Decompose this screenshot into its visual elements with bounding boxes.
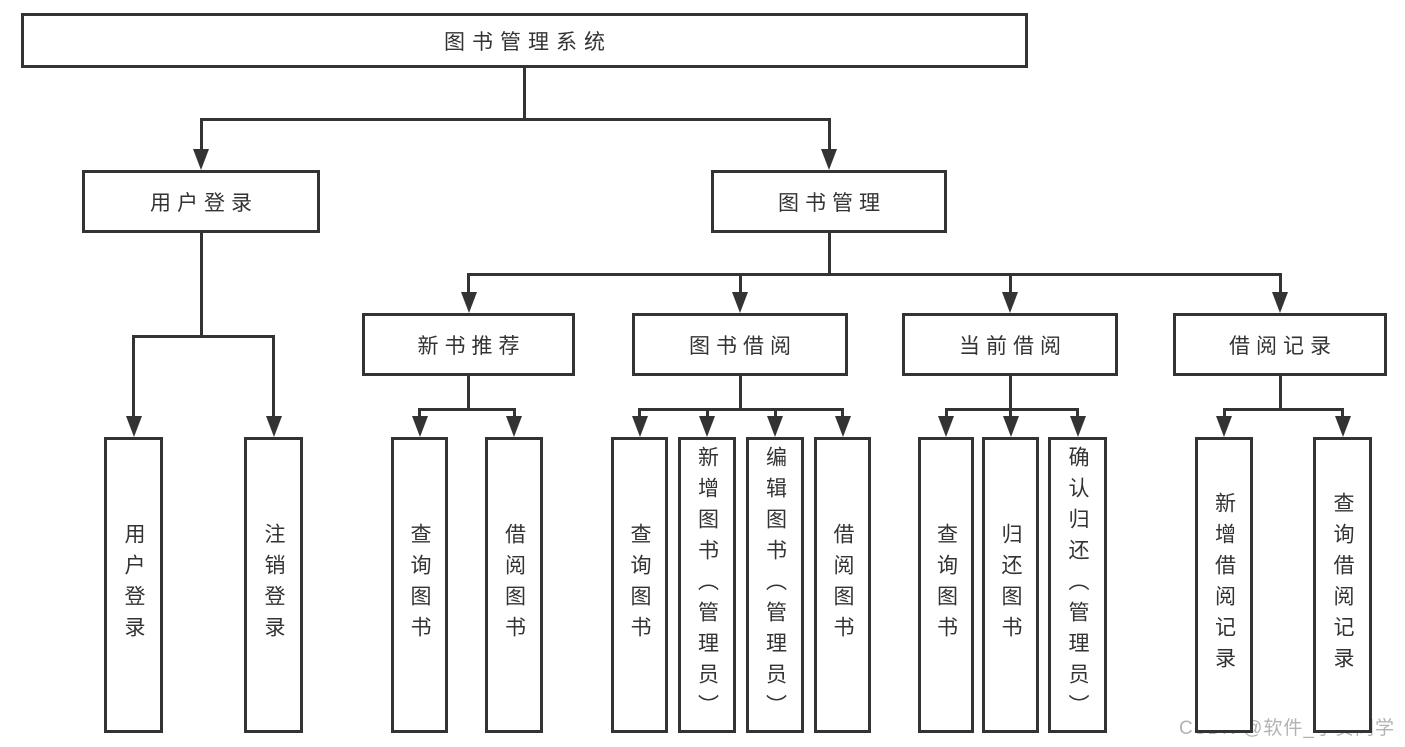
arrowhead-leaf-borrow-book-1	[506, 416, 522, 437]
node-leaf-query-book-2: 查询图书	[611, 437, 668, 733]
node-leaf-query-book-3: 查询图书	[918, 437, 974, 733]
arrowhead-leaf-query-book-1	[411, 416, 428, 437]
arrowhead-leaf-add-borrow-record	[1216, 416, 1232, 437]
connector-drop-new-book-recommend	[467, 273, 470, 301]
connector-stem-new-book-recommend	[467, 376, 470, 411]
node-user-login-module: 用户登录	[82, 170, 320, 233]
node-leaf-query-book-1-label: 查询图书	[408, 523, 431, 647]
connector-stem-current-borrowing	[1008, 376, 1012, 411]
node-leaf-logout: 注销登录	[244, 437, 303, 733]
node-new-book-recommend-label: 新书推荐	[417, 334, 526, 358]
arrowhead-leaf-return-book	[1002, 416, 1019, 437]
node-leaf-query-book-2-label: 查询图书	[628, 523, 651, 647]
arrowhead-leaf-query-book-2	[631, 416, 648, 437]
connector-drop-book-borrowing	[738, 273, 742, 301]
connector-rail-borrowing-records	[1222, 408, 1344, 411]
connector-rail-book-management-module	[467, 273, 1282, 276]
node-leaf-confirm-return: 确认归还（管理员）	[1048, 437, 1107, 733]
node-borrowing-records-label: 借阅记录	[1229, 334, 1337, 358]
arrowhead-borrowing-records	[1272, 292, 1288, 313]
arrowhead-book-management-module	[821, 149, 837, 170]
node-borrowing-records: 借阅记录	[1173, 313, 1387, 376]
node-leaf-borrow-book-2: 借阅图书	[814, 437, 871, 733]
node-leaf-edit-book-label: 编辑图书（管理员）	[763, 445, 787, 725]
arrowhead-new-book-recommend	[460, 292, 477, 313]
node-root-label: 图书管理系统	[444, 30, 612, 54]
connector-stem-book-borrowing	[738, 376, 742, 411]
node-leaf-add-borrow-record: 新增借阅记录	[1195, 437, 1253, 733]
connector-drop-current-borrowing	[1008, 273, 1012, 301]
arrowhead-leaf-query-book-3	[938, 416, 954, 437]
arrowhead-user-login-module	[193, 149, 209, 170]
connector-stem-borrowing-records	[1278, 376, 1282, 411]
arrowhead-leaf-add-book	[699, 416, 715, 437]
connector-stem-user-login-module	[199, 233, 203, 338]
node-leaf-add-book-label: 新增图书（管理员）	[695, 445, 719, 725]
node-leaf-borrow-book-1-label: 借阅图书	[502, 523, 526, 647]
node-leaf-query-book-3-label: 查询图书	[934, 523, 958, 647]
connector-drop-leaf-user-login	[132, 335, 135, 425]
connector-drop-user-login-module	[199, 118, 203, 158]
arrowhead-leaf-borrow-book-2	[834, 416, 851, 437]
node-leaf-add-borrow-record-label: 新增借阅记录	[1212, 492, 1236, 678]
node-current-borrowing-label: 当前借阅	[959, 334, 1067, 358]
connector-rail-user-login-module	[132, 335, 275, 338]
connector-stem-book-management-module	[827, 233, 831, 276]
node-leaf-borrow-book-1: 借阅图书	[485, 437, 543, 733]
node-leaf-edit-book: 编辑图书（管理员）	[746, 437, 804, 733]
node-book-management-module-label: 图书管理	[778, 191, 886, 215]
connector-drop-borrowing-records	[1278, 273, 1282, 301]
connector-drop-leaf-logout	[272, 335, 275, 425]
connector-rail-book-borrowing	[638, 408, 844, 411]
node-leaf-borrow-book-2-label: 借阅图书	[831, 523, 854, 647]
connector-drop-book-management-module	[827, 118, 831, 158]
arrowhead-leaf-edit-book	[767, 416, 783, 437]
node-leaf-confirm-return-label: 确认归还（管理员）	[1066, 445, 1089, 725]
node-leaf-add-book: 新增图书（管理员）	[678, 437, 736, 733]
arrowhead-leaf-query-borrow-record	[1334, 416, 1351, 437]
node-leaf-logout-label: 注销登录	[262, 523, 285, 647]
node-leaf-user-login-label: 用户登录	[122, 523, 145, 647]
node-leaf-user-login: 用户登录	[104, 437, 163, 733]
arrowhead-book-borrowing	[732, 292, 748, 313]
connector-stem-root	[523, 68, 526, 121]
node-book-management-module: 图书管理	[711, 170, 947, 233]
node-root: 图书管理系统	[21, 13, 1028, 68]
arrowhead-current-borrowing	[1002, 292, 1018, 313]
connector-rail-root	[199, 118, 831, 121]
node-leaf-return-book: 归还图书	[982, 437, 1039, 733]
node-user-login-module-label: 用户登录	[150, 191, 258, 215]
arrowhead-leaf-user-login	[125, 416, 142, 437]
arrowhead-leaf-confirm-return	[1069, 416, 1086, 437]
node-leaf-query-borrow-record-label: 查询借阅记录	[1331, 492, 1354, 678]
node-leaf-return-book-label: 归还图书	[999, 523, 1022, 647]
node-book-borrowing-label: 图书借阅	[689, 334, 797, 358]
node-leaf-query-book-1: 查询图书	[391, 437, 448, 733]
node-book-borrowing: 图书借阅	[632, 313, 848, 376]
arrowhead-leaf-logout	[265, 416, 282, 437]
connector-rail-new-book-recommend	[418, 408, 516, 411]
node-new-book-recommend: 新书推荐	[362, 313, 575, 376]
node-leaf-query-borrow-record: 查询借阅记录	[1313, 437, 1372, 733]
node-current-borrowing: 当前借阅	[902, 313, 1118, 376]
